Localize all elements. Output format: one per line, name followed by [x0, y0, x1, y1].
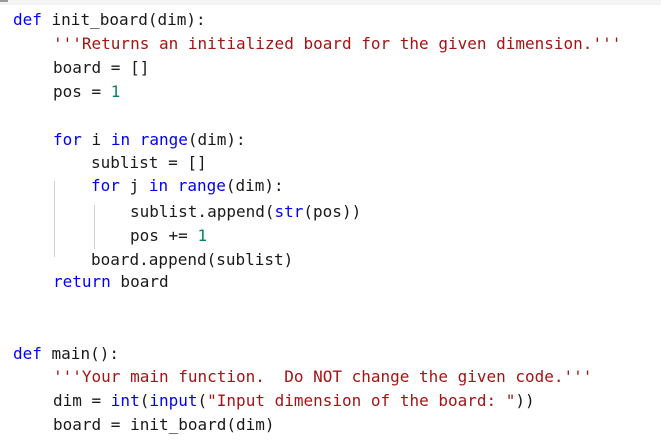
- code-token: pos +=: [130, 226, 198, 245]
- code-token: (: [197, 391, 208, 410]
- code-token: "Input dimension of the board: ": [207, 391, 516, 410]
- code-token: for: [91, 176, 120, 195]
- code-token: board: [110, 272, 169, 291]
- code-line[interactable]: pos += 1: [130, 226, 207, 246]
- code-line[interactable]: '''Your main function. Do NOT change the…: [53, 367, 592, 387]
- code-token: 1: [197, 226, 208, 245]
- code-token: in: [148, 176, 169, 195]
- code-token: (pos)): [303, 202, 362, 221]
- code-token: board = []: [53, 58, 150, 77]
- code-line[interactable]: sublist = []: [91, 153, 207, 173]
- code-line[interactable]: dim = int(input("Input dimension of the …: [53, 391, 535, 411]
- code-token: range: [139, 130, 188, 149]
- code-token: board = init_board(dim): [53, 415, 275, 434]
- code-token: range: [177, 176, 226, 195]
- code-line[interactable]: def init_board(dim):: [13, 10, 206, 30]
- code-line[interactable]: board = init_board(dim): [53, 415, 275, 435]
- code-line[interactable]: board = []: [53, 58, 149, 78]
- corner-marker: [0, 0, 8, 2]
- code-token: int: [110, 391, 140, 410]
- code-token: dim =: [53, 391, 111, 410]
- code-token: input: [149, 391, 198, 410]
- code-line[interactable]: sublist.append(str(pos)): [130, 202, 361, 222]
- code-line[interactable]: '''Returns an initialized board for the …: [53, 34, 621, 54]
- code-token: sublist.append(: [130, 202, 275, 221]
- code-token: def: [13, 10, 42, 29]
- code-token: '''Your main function. Do NOT change the…: [53, 367, 593, 386]
- code-token: )): [515, 391, 535, 410]
- code-token: board.append(sublist): [91, 250, 294, 269]
- code-token: (: [139, 391, 150, 410]
- code-token: sublist = []: [91, 153, 207, 172]
- code-token: return: [53, 272, 111, 291]
- code-token: 1: [110, 82, 121, 101]
- code-line[interactable]: for i in range(dim):: [53, 130, 246, 150]
- code-line[interactable]: board.append(sublist): [91, 250, 293, 270]
- code-token: (dim):: [187, 130, 246, 149]
- code-token: main():: [41, 344, 119, 363]
- indent-guide: [94, 205, 95, 249]
- code-token: '''Returns an initialized board for the …: [53, 34, 622, 53]
- code-token: i: [81, 130, 111, 149]
- code-line[interactable]: for j in range(dim):: [91, 176, 284, 196]
- indent-guide: [54, 181, 55, 257]
- editor-top-strip: [0, 0, 661, 5]
- code-token: [168, 176, 178, 195]
- code-token: for: [53, 130, 82, 149]
- code-token: j: [119, 176, 149, 195]
- code-line[interactable]: pos = 1: [53, 82, 120, 102]
- code-token: (dim):: [225, 176, 284, 195]
- code-line[interactable]: def main():: [13, 344, 119, 364]
- code-token: in: [110, 130, 131, 149]
- code-token: init_board(dim):: [41, 10, 206, 29]
- code-token: str: [274, 202, 304, 221]
- code-token: def: [13, 344, 42, 363]
- code-token: [130, 130, 140, 149]
- code-line[interactable]: return board: [53, 272, 169, 292]
- code-token: pos =: [53, 82, 111, 101]
